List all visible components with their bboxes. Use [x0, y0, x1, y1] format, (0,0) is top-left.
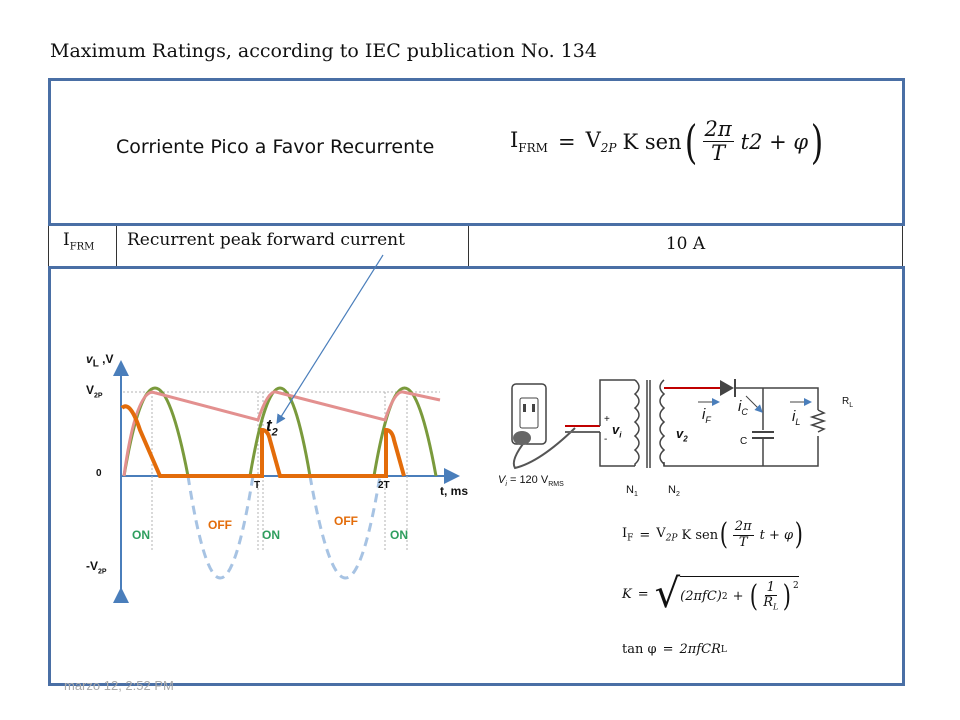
y-axis-label: vL ,V: [86, 352, 114, 370]
vi-label: vi: [612, 422, 622, 440]
eq-k: K sen: [622, 129, 682, 154]
t-tick-label: T: [254, 480, 261, 491]
neg-v2p-label: -V2P: [86, 559, 107, 576]
off-label-2: OFF: [334, 514, 358, 528]
negative-lobe-2: [308, 475, 382, 580]
diagram-box: [48, 266, 905, 686]
zero-label: 0: [96, 468, 102, 479]
v2p-label: V2P: [86, 383, 103, 400]
circuit-diagram: [511, 379, 827, 470]
minus-label: -: [604, 434, 608, 445]
guide-lines: [123, 391, 440, 550]
page-title: Maximum Ratings, according to IEC public…: [50, 40, 597, 62]
2t-tick-label: 2T: [378, 480, 390, 491]
t2-annotation: t2: [266, 416, 278, 439]
x-axis-label: t, ms: [440, 484, 469, 498]
plug: [513, 431, 531, 445]
eq-v: V2P: [585, 128, 617, 156]
eq-paren-open: (: [684, 114, 697, 169]
symbol-cell: IFRM: [49, 226, 117, 267]
value-cell: 10 A: [665, 234, 706, 254]
spanish-label: Corriente Pico a Favor Recurrente: [116, 136, 435, 158]
eq-lhs: IFRM: [510, 128, 548, 156]
c-label: C: [740, 436, 748, 447]
n2-label: N2: [668, 484, 680, 499]
resistor: [809, 409, 827, 433]
timestamp-footer: marzo 12, 2:52 PM: [64, 678, 174, 693]
on-label-2: ON: [262, 528, 280, 542]
secondary-coil: [659, 379, 666, 466]
n1-label: N1: [626, 484, 638, 499]
ic-label: iC: [738, 398, 748, 417]
sine-lobe-2: [248, 386, 312, 477]
plus-label: +: [604, 414, 610, 425]
eq-paren-close: ): [810, 114, 824, 169]
pointer-arrow: [276, 254, 384, 425]
description-cell: Recurrent peak forward current: [117, 226, 469, 267]
off-label-1: OFF: [208, 518, 232, 532]
negative-lobe-1: [186, 475, 255, 580]
formula-box: [48, 78, 905, 226]
vi-rating: Vi = 120 VRMS: [498, 474, 564, 489]
il-label: iL: [792, 408, 801, 427]
on-label-3: ON: [390, 528, 408, 542]
on-label-1: ON: [132, 528, 150, 542]
v2-label: v2: [676, 426, 688, 444]
eq-equals: =: [557, 129, 576, 154]
rl-label: RL: [842, 396, 854, 409]
plug-cord: [512, 427, 576, 470]
sine-lobe-3: [372, 386, 438, 477]
if-label: iF: [702, 406, 711, 425]
eq-rest: t2 + φ: [740, 129, 809, 154]
primary-coil: [633, 379, 640, 466]
current-pulses: [120, 404, 406, 478]
diode: [720, 380, 734, 396]
